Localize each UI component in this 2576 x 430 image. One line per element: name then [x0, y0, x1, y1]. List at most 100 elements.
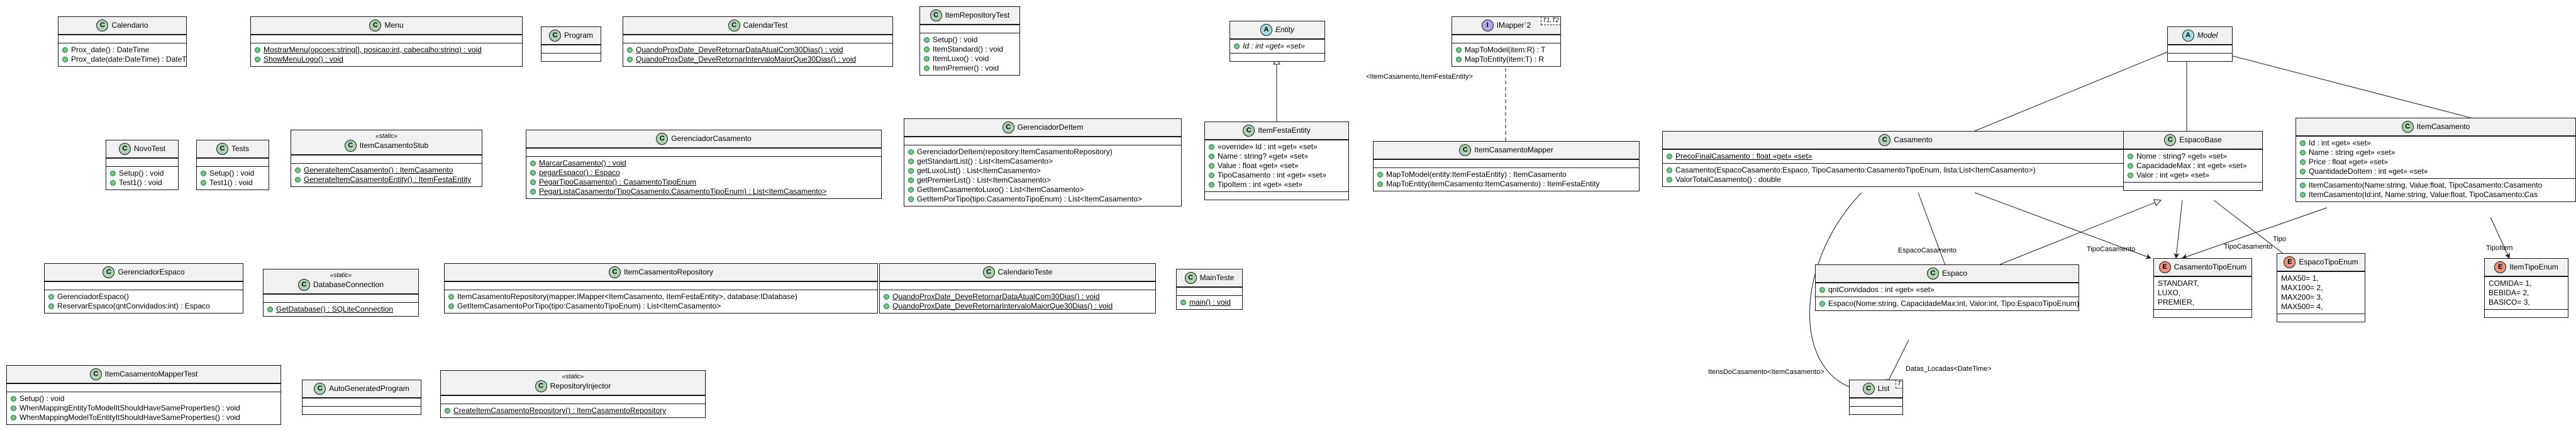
method-row: WhenMappingEntityToModelItShouldHaveSame… — [11, 404, 277, 413]
fields-compartment: Id : int «get» «set» — [1230, 39, 1324, 53]
fields-compartment — [264, 294, 418, 302]
class-name: ItemFestaEntity — [1258, 126, 1311, 135]
class-name: ItemCasamentoMapper — [1474, 145, 1553, 154]
public-visibility-icon — [1667, 177, 1672, 183]
member-text: ItemCasamento(Name:string, Value:float, … — [2309, 181, 2543, 190]
method-row: getPremierList() : List<ItemCasamento> — [908, 176, 1177, 185]
public-visibility-icon — [255, 47, 260, 54]
member-text: TipoCasamento : int «get» «set» — [1218, 171, 1326, 179]
method-row: Test1() : void — [201, 178, 265, 188]
method-row: Espaco(Nome:string, CapacidadeMax:int, V… — [1819, 299, 2079, 308]
fields-compartment: PrecoFinalCasamento : float «get» «set» — [1663, 149, 2148, 163]
public-visibility-icon — [48, 303, 54, 310]
member-text: Price : float «get» «set» — [2309, 157, 2389, 166]
member-text: GenerateItemCasamentoEntity() : ItemFest… — [304, 175, 472, 184]
class-name: GerenciadorEspaco — [118, 268, 185, 276]
edge-espaco-espacobase — [1999, 200, 2161, 265]
class-kind-icon: C — [89, 368, 102, 380]
public-visibility-icon — [11, 415, 16, 421]
field-row: BEBIDA= 2, — [2489, 288, 2564, 298]
class-kind-icon: E — [2284, 256, 2296, 268]
class-name: ItemTipoEnum — [2509, 263, 2558, 271]
class-name: Program — [564, 31, 593, 40]
edge-casamento-model — [1974, 44, 2187, 132]
member-text: Id : int «get» «set» — [2309, 139, 2371, 147]
class-kind-icon: C — [1184, 272, 1197, 284]
public-visibility-icon — [255, 57, 260, 63]
class-kind-icon: C — [608, 266, 621, 278]
method-row: QuandoProxDate_DeveRetornarDataAtualCom3… — [627, 45, 889, 55]
field-row: Name : string? «get» «set» — [1209, 152, 1345, 161]
label-tipo-casamento-2: TipoCasamento — [2224, 243, 2273, 251]
member-text: Valor : int «get» «set» — [2136, 171, 2209, 179]
class-name: Calendario — [111, 21, 148, 30]
field-row: Price : float «get» «set» — [2300, 157, 2572, 167]
methods-compartment — [2168, 53, 2232, 61]
member-text: Id : int «get» «set» — [1243, 42, 1305, 50]
member-text: Setup() : void — [209, 169, 255, 178]
method-row: QuandoProxDate_DeveRetornarIntervaloMaio… — [627, 55, 889, 64]
fields-compartment — [7, 383, 280, 392]
member-text: Setup() : void — [119, 169, 164, 178]
generic-params: T1,T2 — [1540, 17, 1560, 25]
field-row: Name : string «get» «set» — [2300, 148, 2572, 157]
field-row: MAX200= 3, — [2281, 293, 2361, 302]
member-text: MarcarCasamento() : void — [539, 159, 626, 167]
class-name: ItemRepositoryTest — [945, 11, 1010, 20]
public-visibility-icon — [1377, 181, 1383, 188]
field-row: Id : int «get» «set» — [1234, 42, 1321, 51]
method-row: ItemCasamento(Id:int, Name:string, Value… — [2300, 190, 2572, 200]
public-visibility-icon — [1209, 144, 1214, 150]
fields-compartment — [880, 281, 1155, 290]
fields-compartment — [291, 155, 482, 163]
fields-compartment — [197, 158, 269, 166]
member-text: «override» Id : int «get» «set» — [1218, 142, 1318, 151]
method-row: MapToEntity(itemCasamento:ItemCasamento)… — [1377, 179, 1635, 189]
method-row: getStandartList() : List<ItemCasamento> — [908, 157, 1177, 166]
member-text: MostrarMenu(opcoes:string[], posicao:int… — [264, 45, 482, 54]
method-row: PegarTipoCasamento() : CasamentoTipoEnum — [530, 178, 877, 187]
public-visibility-icon — [1667, 154, 1672, 160]
public-visibility-icon — [908, 178, 914, 184]
class-kind-icon: C — [656, 133, 669, 145]
method-row: Setup() : void — [924, 35, 1016, 45]
method-row: MapToModel(item:R) : T — [1456, 45, 1557, 55]
methods-compartment — [303, 406, 421, 414]
class-kind-icon: E — [2494, 261, 2507, 273]
class-kind-icon: C — [1459, 144, 1472, 156]
public-visibility-icon — [1456, 57, 1462, 63]
class-kind-icon: C — [1002, 122, 1014, 133]
member-text: COMIDA= 1, — [2489, 279, 2532, 288]
public-visibility-icon — [1209, 182, 1214, 188]
member-text: WhenMappingModelToEntityItShouldHaveSame… — [19, 413, 240, 422]
fields-compartment — [1374, 159, 1639, 167]
class-kind-icon: C — [118, 143, 131, 155]
class-kind-icon: C — [930, 9, 942, 21]
field-row: LUXO, — [2158, 288, 2248, 298]
method-row: Setup() : void — [201, 169, 265, 178]
public-visibility-icon — [884, 303, 889, 310]
member-text: GerenciadorEspaco() — [57, 292, 130, 301]
class-kind-icon: A — [1260, 24, 1272, 36]
member-text: Casamento(EspacoCasamento:Espaco, TipoCa… — [1675, 166, 2036, 174]
class-kind-icon: C — [369, 20, 382, 31]
method-row: ValorTotalCasamento() : double — [1667, 175, 2145, 184]
